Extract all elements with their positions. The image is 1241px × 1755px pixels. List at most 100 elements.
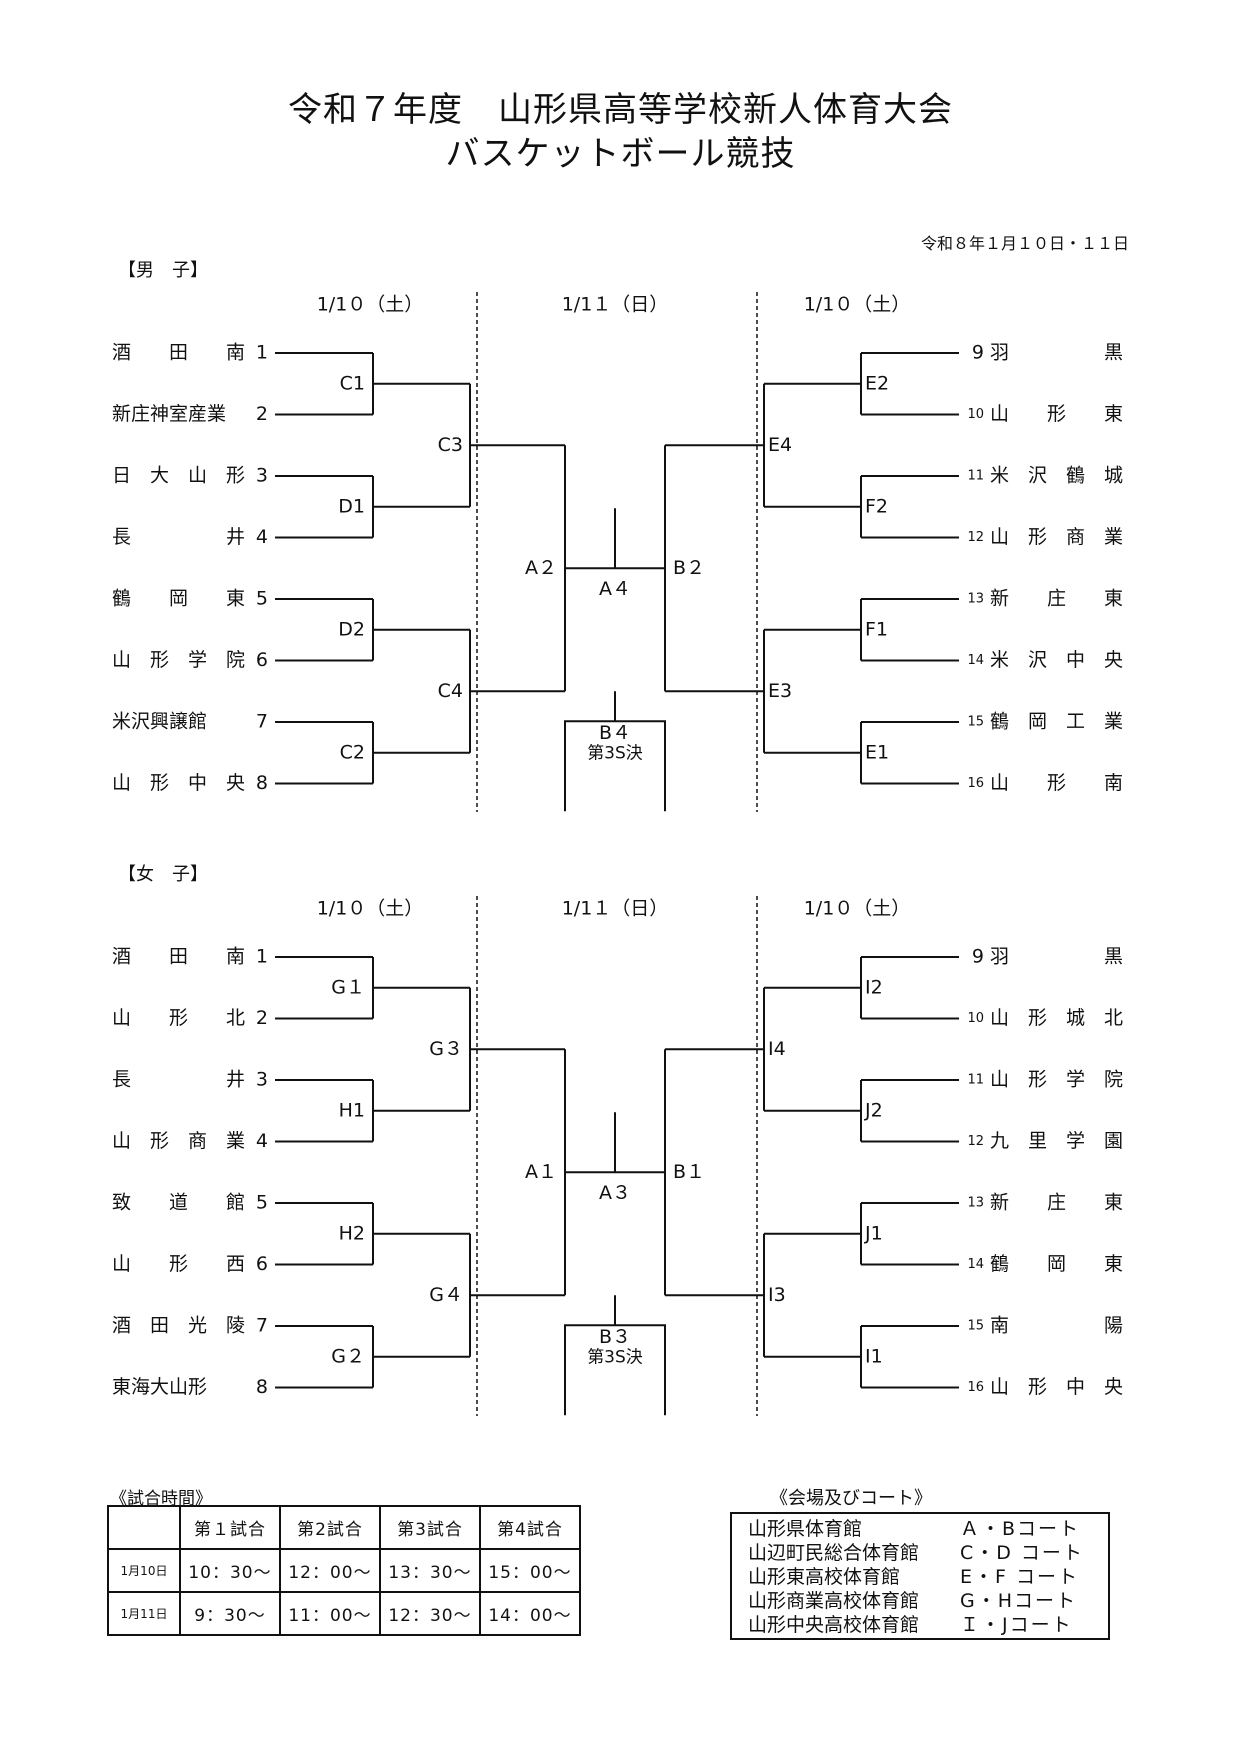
- third-place-bracket: [564, 720, 666, 812]
- venue-courts: Ａ・Bコート: [960, 1518, 1081, 1540]
- schedule-time-cell: 12：00～: [279, 1548, 381, 1593]
- team-seed: 15: [967, 1319, 984, 1334]
- team-name: 酒 田 南: [112, 342, 245, 364]
- third-place-code: B３: [599, 1326, 631, 1348]
- team-seed: 16: [967, 776, 984, 791]
- schedule-row: 1月11日 9：30～ 11：00～ 12：30～ 14：00～: [107, 1591, 581, 1636]
- venue-courts: E・F コート: [960, 1566, 1079, 1588]
- team-name: 羽 黒: [990, 946, 1123, 968]
- semi-code-right: B１: [673, 1161, 705, 1183]
- team-name: 酒 田 南: [112, 946, 245, 968]
- match-code: G２: [331, 1345, 365, 1367]
- team-seed: 5: [256, 1192, 268, 1214]
- team-seed: 12: [967, 1134, 984, 1149]
- venue-name: 山形県体育館: [748, 1518, 863, 1540]
- team-seed: 14: [967, 1257, 984, 1272]
- team-name: 米 沢 鶴 城: [990, 465, 1123, 487]
- schedule-day-cell: 1月10日: [107, 1548, 181, 1593]
- schedule-header-cell: 第2試合: [279, 1505, 381, 1550]
- schedule-time-cell: 12：30～: [379, 1591, 481, 1636]
- team-seed: 7: [256, 1315, 268, 1337]
- match-code: H1: [339, 1099, 365, 1121]
- team-name: 山 形 中 央: [112, 772, 245, 794]
- match-code: C3: [438, 434, 463, 456]
- page-title-line2: バスケットボール競技: [445, 134, 796, 174]
- match-code: I1: [865, 1345, 883, 1367]
- team-seed: 4: [256, 1130, 268, 1152]
- schedule-title: 《試合時間》: [110, 1489, 212, 1509]
- team-name: 鶴 岡 東: [112, 588, 245, 610]
- schedule-header-row: 第１試合 第2試合 第3試合 第4試合: [107, 1505, 581, 1550]
- team-name: 山 形 城 北: [990, 1007, 1123, 1029]
- venue-courts: G・Hコート: [960, 1590, 1078, 1612]
- match-code: F2: [865, 495, 888, 517]
- third-place-label: 第3S決: [587, 1347, 643, 1367]
- team-name: 羽 黒: [990, 342, 1123, 364]
- final-code: A３: [599, 1182, 631, 1204]
- team-name: 米沢興譲館: [112, 711, 207, 733]
- team-seed: 8: [256, 772, 268, 794]
- team-seed: 4: [256, 526, 268, 548]
- schedule-table: 第１試合 第2試合 第3試合 第4試合 1月10日 10：30～ 12：00～ …: [107, 1505, 581, 1636]
- team-seed: 9: [972, 946, 984, 968]
- team-name: 日 大 山 形: [112, 465, 245, 487]
- third-place-label: 第3S決: [587, 743, 643, 763]
- team-name: 致 道 館: [112, 1192, 245, 1214]
- match-code: E4: [768, 434, 792, 456]
- team-name: 九 里 学 園: [990, 1130, 1123, 1152]
- team-name: 山 形 北: [112, 1007, 245, 1029]
- team-name: 長 井: [112, 526, 245, 548]
- team-seed: 12: [967, 530, 984, 545]
- tournament-date: 令和８年１月１０日・１１日: [920, 234, 1129, 253]
- team-seed: 11: [967, 469, 984, 484]
- team-name: 南 陽: [990, 1315, 1123, 1337]
- venue-row: 山形県体育館 Ａ・Bコート: [748, 1517, 1108, 1541]
- schedule-time-cell: 13：30～: [379, 1548, 481, 1593]
- team-seed: 6: [256, 649, 268, 671]
- match-code: I4: [768, 1038, 786, 1060]
- match-code: H2: [339, 1222, 365, 1244]
- match-code: G１: [331, 976, 365, 998]
- day-label-center: 1/1１（日）: [562, 898, 669, 920]
- team-seed: 3: [256, 465, 268, 487]
- venue-name: 山辺町民総合体育館: [748, 1542, 920, 1564]
- team-seed: 13: [967, 1196, 984, 1211]
- schedule-time-cell: 14：00～: [479, 1591, 581, 1636]
- semi-code-right: B２: [673, 557, 705, 579]
- schedule-day-cell: 1月11日: [107, 1591, 181, 1636]
- team-seed: 1: [256, 342, 268, 364]
- team-name: 山 形 学 院: [112, 649, 245, 671]
- team-name: 酒 田 光 陵: [112, 1315, 245, 1337]
- team-name: 山 形 商 業: [112, 1130, 245, 1152]
- schedule-header-cell: 第3試合: [379, 1505, 481, 1550]
- venue-courts: Ｉ・Jコート: [960, 1614, 1073, 1636]
- team-seed: 15: [967, 715, 984, 730]
- venue-courts: C・D コート: [960, 1542, 1084, 1564]
- schedule-time-cell: 15：00～: [479, 1548, 581, 1593]
- match-code: D2: [338, 618, 365, 640]
- match-code: G３: [429, 1038, 463, 1060]
- match-code: E3: [768, 680, 792, 702]
- team-seed: 14: [967, 653, 984, 668]
- schedule-header-cell: 第１試合: [179, 1505, 281, 1550]
- semi-code-left: A１: [525, 1161, 557, 1183]
- team-seed: 2: [256, 403, 268, 425]
- team-name: 山 形 西: [112, 1253, 245, 1275]
- semi-code-left: A２: [525, 557, 557, 579]
- schedule-time-cell: 11：00～: [279, 1591, 381, 1636]
- day-label-left: 1/1０（土）: [317, 898, 424, 920]
- team-name: 山 形 商 業: [990, 526, 1123, 548]
- venues-title: 《会場及びコート》: [770, 1488, 932, 1509]
- team-name: 鶴 岡 工 業: [990, 711, 1123, 733]
- team-seed: 10: [967, 407, 984, 422]
- team-seed: 9: [972, 342, 984, 364]
- team-seed: 5: [256, 588, 268, 610]
- team-name: 長 井: [112, 1069, 245, 1091]
- match-code: E1: [865, 741, 889, 763]
- team-name: 山 形 東: [990, 403, 1123, 425]
